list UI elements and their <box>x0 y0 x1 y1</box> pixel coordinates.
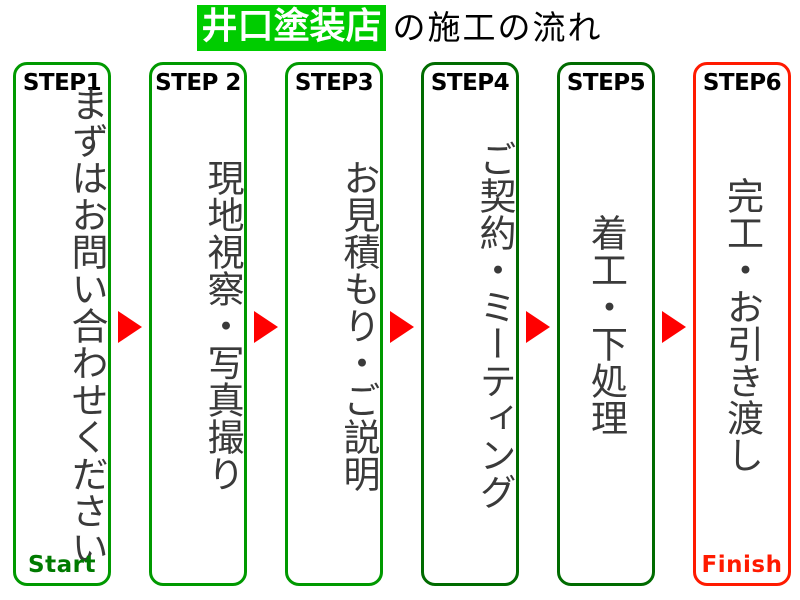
company-name-highlight: 井口塗装店 <box>197 5 386 51</box>
step-text-6: 完工・お引き渡し <box>696 101 788 549</box>
step-text-content-1: まずはお問い合わせください <box>65 84 108 566</box>
title-suffix: の施工の流れ <box>392 8 603 47</box>
step-box-6: STEP6 完工・お引き渡し Finish <box>693 62 791 586</box>
step-box-2: STEP 2 現地視察・写真撮り <box>149 62 247 586</box>
step-text-4: ご契約・ミーティング <box>424 101 516 549</box>
step-label-1: STEP1 <box>22 70 102 96</box>
step-text-5: 着工・下処理 <box>560 101 652 549</box>
page-title: 井口塗装店の施工の流れ <box>0 0 800 56</box>
step-footer-finish: Finish <box>701 552 783 578</box>
arrow-right-icon <box>526 311 550 343</box>
step-text-content-5: 着工・下処理 <box>584 214 628 436</box>
step-text-1: まずはお問い合わせください <box>16 85 108 566</box>
step-label-4: STEP4 <box>430 70 510 96</box>
arrow-right-icon <box>390 311 414 343</box>
step-text-content-4: ご契約・ミーティング <box>473 140 516 510</box>
step-box-3: STEP3 お見積もり・ご説明 <box>285 62 383 586</box>
arrow-right-icon <box>118 311 142 343</box>
arrow-right-icon <box>662 311 686 343</box>
step-label-3: STEP3 <box>294 70 374 96</box>
step-box-4: STEP4 ご契約・ミーティング <box>421 62 519 586</box>
step-footer-start: Start <box>28 552 96 578</box>
step-label-5: STEP5 <box>566 70 646 96</box>
step-text-content-6: 完工・お引き渡し <box>720 177 764 473</box>
step-box-5: STEP5 着工・下処理 <box>557 62 655 586</box>
step-text-content-2: 現地視察・写真撮り <box>201 158 244 492</box>
step-text-content-3: お見積もり・ご説明 <box>337 158 380 492</box>
step-label-2: STEP 2 <box>155 70 241 96</box>
step-text-3: お見積もり・ご説明 <box>288 101 380 549</box>
arrow-right-icon <box>254 311 278 343</box>
step-text-2: 現地視察・写真撮り <box>152 101 244 549</box>
step-label-6: STEP6 <box>702 70 782 96</box>
